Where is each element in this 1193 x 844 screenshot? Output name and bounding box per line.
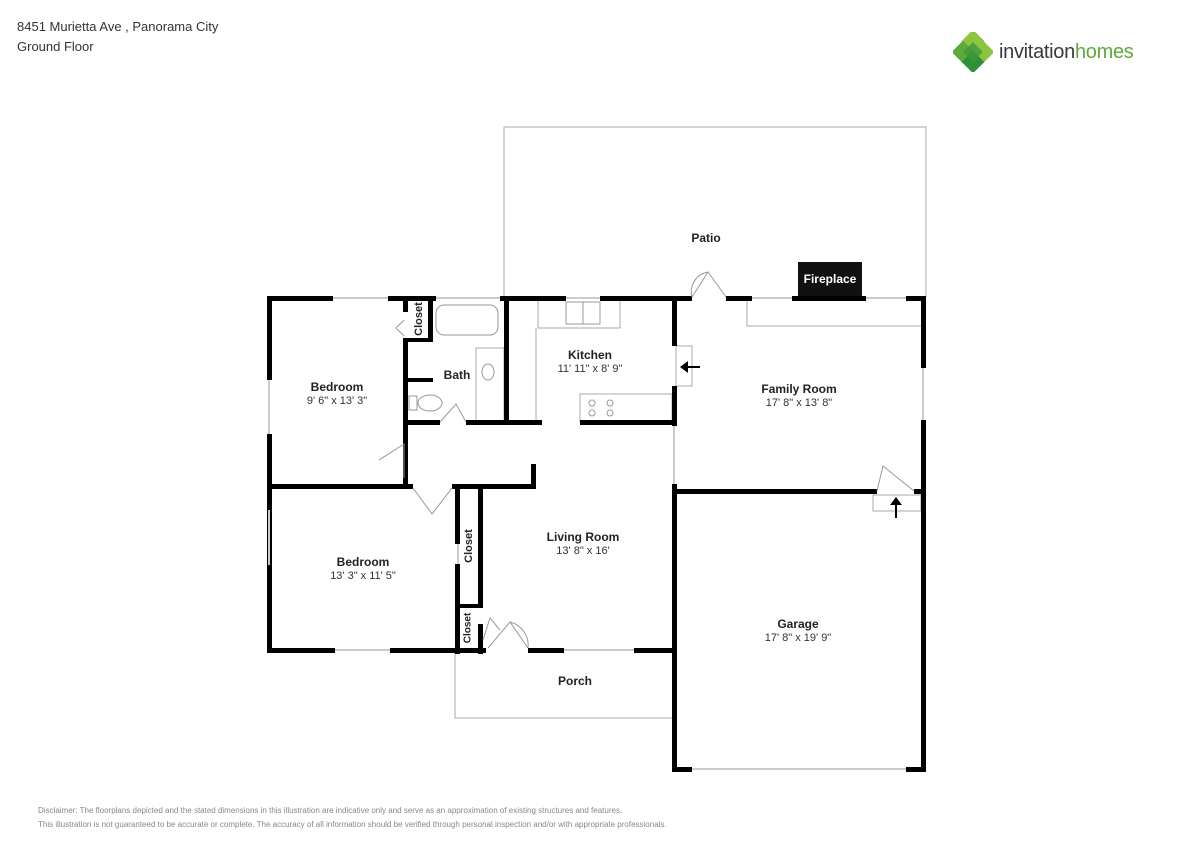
room-name: Family Room [761, 382, 837, 396]
room-living-room: Living Room 13' 8" x 16' [547, 530, 620, 557]
closet-entry: Closet [462, 612, 474, 644]
room-name: Patio [691, 231, 721, 245]
room-name: Bath [443, 368, 471, 382]
room-name: Bedroom [310, 380, 364, 394]
brand-word-homes: homes [1074, 40, 1134, 63]
room-name: Porch [557, 674, 593, 688]
closet-bedroom-1: Closet [413, 302, 425, 336]
room-name: Bedroom [336, 555, 390, 569]
room-family-room: Family Room 17' 8" x 13' 8" [761, 382, 836, 409]
disclaimer-line-2: This illustration is not guaranteed to b… [38, 820, 667, 829]
invitation-homes-logo: invitationhomes [953, 32, 1134, 72]
brand-wordmark: invitationhomes [999, 40, 1134, 64]
room-bedroom-1: Bedroom 9' 6" x 13' 3" [307, 380, 367, 407]
room-dimensions: 17' 8" x 19' 9" [764, 632, 832, 644]
brand-word-invitation: invitation [999, 40, 1075, 63]
room-dimensions: 17' 8" x 13' 8" [765, 397, 833, 409]
room-bedroom-2: Bedroom 13' 3" x 11' 5" [330, 555, 396, 582]
closet-bedroom-2: Closet [463, 529, 475, 563]
property-address: 8451 Murietta Ave , Panorama City [17, 19, 219, 34]
room-dimensions: 13' 3" x 11' 5" [330, 570, 396, 582]
floor-label: Ground Floor [17, 39, 94, 54]
room-dimensions: 9' 6" x 13' 3" [306, 395, 368, 407]
room-name: Garage [777, 617, 819, 631]
room-patio: Patio [691, 231, 720, 245]
room-bath: Bath [444, 368, 471, 382]
room-name: Kitchen [567, 348, 612, 362]
disclaimer-line-1: Disclaimer: The floorplans depicted and … [38, 806, 623, 815]
room-name: Living Room [546, 530, 620, 544]
room-kitchen: Kitchen 11' 11" x 8' 9" [558, 348, 623, 375]
room-dimensions: 13' 8" x 16' [556, 545, 610, 557]
clover-diamond-logo-icon [953, 32, 993, 72]
room-dimensions: 11' 11" x 8' 9" [557, 363, 623, 375]
room-garage: Garage 17' 8" x 19' 9" [765, 617, 831, 644]
fireplace: Fireplace [798, 262, 862, 296]
room-porch: Porch [558, 674, 592, 688]
